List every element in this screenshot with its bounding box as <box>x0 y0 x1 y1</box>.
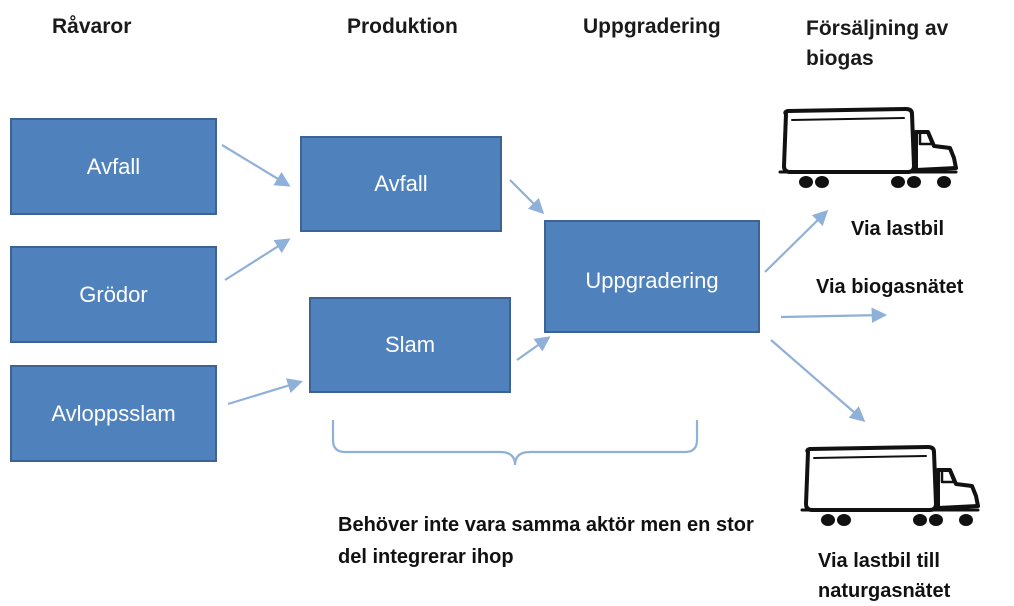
heading-produktion: Produktion <box>347 15 458 38</box>
truck-icon <box>778 107 958 188</box>
arrow-avfall-to-avfall <box>221 144 291 187</box>
box-uppgradering: Uppgradering <box>544 220 760 333</box>
heading-uppgradering: Uppgradering <box>583 15 721 38</box>
brace-bracket <box>331 420 699 466</box>
box-avloppsslam: Avloppsslam <box>10 365 217 462</box>
truck-icon <box>800 445 980 526</box>
label-via-biogasnatet: Via biogasnätet <box>816 276 964 298</box>
label-via-lastbil: Via lastbil <box>851 218 945 240</box>
box-slam: Slam <box>309 297 511 393</box>
arrow-grodor-to-avfall <box>224 238 291 281</box>
arrow-slam-to-uppgradering <box>516 336 551 361</box>
box-grodor: Grödor <box>10 246 217 343</box>
integration-note: Behöver inte vara samma aktör men en sto… <box>338 514 754 568</box>
heading-forsaljning: Försäljning av biogas <box>806 17 949 70</box>
arrow-avloppsslam-to-slam <box>227 378 303 406</box>
heading-ravaror: Råvaror <box>52 15 132 38</box>
arrow-to-naturgasnatet <box>770 339 866 423</box>
arrow-avfall-to-uppgradering <box>509 179 545 215</box>
box-avfall-produktion: Avfall <box>300 136 502 232</box>
label-via-lastbil-naturgasnatet: Via lastbil till naturgasnätet <box>818 550 951 602</box>
arrow-to-lastbil <box>764 209 829 273</box>
arrow-to-biogasnatet <box>780 307 888 323</box>
box-avfall-raw: Avfall <box>10 118 217 215</box>
